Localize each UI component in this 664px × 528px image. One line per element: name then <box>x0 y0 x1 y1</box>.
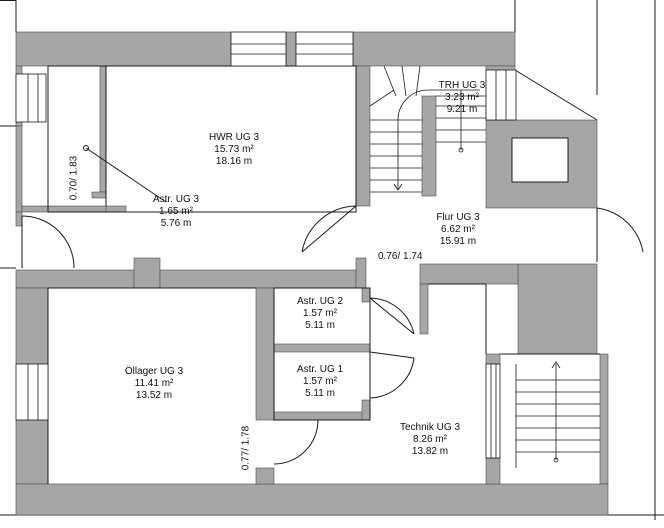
wall-astr-divider <box>273 343 371 353</box>
wall-top-3 <box>352 31 516 67</box>
room-trh-area: 3.23 m² <box>445 92 479 103</box>
room-astr2-area: 1.57 m² <box>303 308 337 319</box>
wall-stair-left <box>355 65 371 207</box>
door-oellager <box>273 419 319 465</box>
room-astr2-perimeter: 5.11 m <box>305 320 335 331</box>
wall-flur-right <box>517 263 598 355</box>
room-technik-name: Technik UG 3 <box>399 422 461 433</box>
room-trh-name: TRH UG 3 <box>438 80 486 91</box>
room-astr2-name: Astr. UG 2 <box>296 296 344 307</box>
staircase <box>369 65 486 193</box>
wall-middle-4 <box>419 263 519 285</box>
room-hwr: HWR UG 3 15.73 m² 18.16 m <box>209 132 259 168</box>
windows <box>15 31 517 459</box>
room-astr1-perimeter: 5.11 m <box>305 388 335 399</box>
wall-astr-right-2 <box>361 399 371 421</box>
wall-left-upper-2 <box>15 125 23 213</box>
room-technik-area: 8.26 m² <box>413 434 447 445</box>
room-hwr-name: HWR UG 3 <box>209 132 259 143</box>
room-flur-name: Flur UG 3 <box>436 212 480 223</box>
wall-oel-astr-low <box>255 467 275 485</box>
wall-stub-left <box>15 211 23 227</box>
wall-astr-right <box>361 287 371 303</box>
room-astr1-name: Astr. UG 1 <box>296 364 344 375</box>
dim-door-astr3: 0.70/ 1.83 <box>68 155 80 201</box>
room-astr3-name: Astr. UG 3 <box>152 194 200 205</box>
room-astr3-area: 1.65 m² <box>159 206 193 217</box>
room-astr2: Astr. UG 2 1.57 m² 5.11 m <box>297 296 343 332</box>
door-astr1 <box>369 351 415 399</box>
wall-hwr-bottom-stub <box>105 205 127 213</box>
wall-hwr-stub <box>91 191 107 199</box>
wall-technik-low <box>485 353 501 365</box>
room-oellager-perimeter: 13.52 m <box>135 390 173 401</box>
wall-left-lower <box>15 287 49 365</box>
wall-middle-2 <box>159 269 357 289</box>
wall-left-lower-2 <box>15 419 49 485</box>
dim-door-flur: 0.76/ 1.74 <box>378 251 423 262</box>
walls <box>15 31 609 516</box>
room-oellager-area: 11.41 m² <box>134 378 174 389</box>
room-astr1: Astr. UG 1 1.57 m² 5.11 m <box>297 364 343 400</box>
wall-top <box>15 31 232 67</box>
room-flur: Flur UG 3 6.62 m² 15.91 m <box>436 212 479 248</box>
wall-stair-center <box>421 95 437 197</box>
wall-technik <box>419 283 429 335</box>
wall-oel-astr <box>255 287 275 421</box>
window-trh <box>485 69 517 121</box>
window-right-1 <box>485 363 501 459</box>
room-technik: Technik UG 3 8.26 m² 13.82 m <box>400 422 460 458</box>
door-flur-swing <box>301 205 357 253</box>
wall-astr-bottom <box>273 411 371 421</box>
window-top-1 <box>230 31 287 67</box>
astr-diagonal <box>85 147 167 203</box>
door-flur-right <box>596 207 644 262</box>
room-trh-perimeter: 9.21 m <box>446 104 478 115</box>
room-hwr-perimeter: 18.16 m <box>215 156 253 167</box>
room-flur-perimeter: 15.91 m <box>439 236 477 247</box>
room-flur-area: 6.62 m² <box>441 224 475 235</box>
doors <box>21 145 644 465</box>
window-left-1 <box>15 73 47 123</box>
window-top-2 <box>295 31 354 67</box>
outside-stairs <box>515 361 600 468</box>
room-hwr-area: 15.73 m² <box>214 144 254 155</box>
room-oellager-name: Öllager UG 3 <box>124 366 184 377</box>
room-astr3-perimeter: 5.76 m <box>160 218 192 229</box>
room-technik-perimeter: 13.82 m <box>411 446 449 457</box>
wall-hwr-bottom-left <box>21 205 107 213</box>
wall-technik-low2 <box>485 457 501 485</box>
room-astr3: Astr. UG 3 1.65 m² 5.76 m <box>153 194 199 230</box>
chimney <box>511 137 569 183</box>
dim-door-oellager: 0.77/ 1.78 <box>240 425 252 471</box>
room-trh: TRH UG 3 3.23 m² 9.21 m <box>439 80 486 116</box>
wall-top-2 <box>285 31 297 67</box>
wall-bottom <box>15 483 609 516</box>
door-left-swing <box>21 215 75 269</box>
door-astr2 <box>369 297 415 335</box>
wall-middle-3 <box>355 257 367 289</box>
room-astr1-area: 1.57 m² <box>303 376 337 387</box>
wall-middle-stub <box>133 257 161 289</box>
wall-middle-left <box>15 269 135 289</box>
window-left-2 <box>15 363 49 421</box>
wall-hwr-left <box>99 65 107 193</box>
partitions <box>47 65 600 484</box>
wall-right-lower <box>599 353 609 485</box>
room-oellager: Öllager UG 3 11.41 m² 13.52 m <box>125 366 183 402</box>
